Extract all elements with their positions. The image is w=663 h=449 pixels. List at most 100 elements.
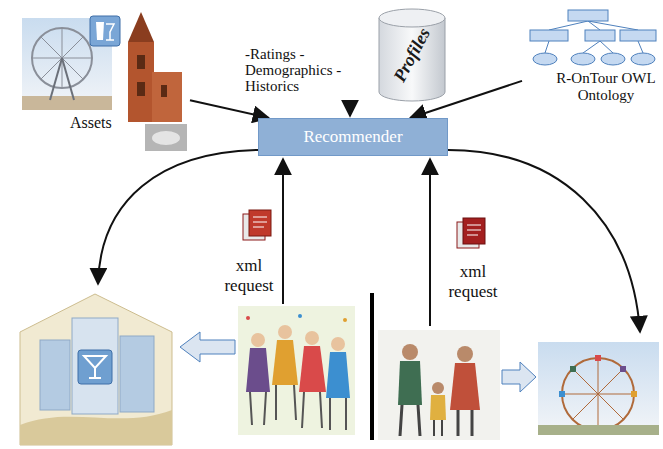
ontology-tree-icon-part (620, 30, 656, 41)
document-icons-part (467, 225, 481, 226)
document-icons-part (253, 227, 264, 228)
divider-bar (370, 293, 374, 440)
assets-picture-part (90, 16, 120, 46)
family-picture-part (400, 405, 420, 436)
ontology-tree-icon-part (549, 21, 588, 30)
family-picture-part (378, 330, 500, 440)
node-label: Assets (70, 114, 112, 132)
party-picture-part (250, 385, 346, 430)
family-picture-part (402, 344, 418, 360)
ontology-tree-icon-part (601, 53, 625, 65)
ferris-wheel-picture-part (595, 355, 601, 361)
family-picture (378, 330, 500, 440)
ferris-wheel-picture-part (559, 391, 565, 397)
ferris-wheel-picture-part (631, 391, 637, 397)
ferris-wheel-picture-part (538, 425, 659, 435)
database-cylinder: Profiles (378, 8, 446, 102)
ferris-wheel-picture-part (570, 366, 576, 372)
ontology-tree-icon-part (571, 53, 595, 65)
ferris-wheel-picture (538, 342, 659, 435)
assets-picture-part (128, 12, 154, 42)
family-picture-part (432, 382, 444, 394)
bar-building-icon-part (72, 318, 118, 414)
layout-arrows-part (282, 159, 284, 304)
request-label: xml request (216, 256, 282, 296)
assets-picture-part (152, 131, 180, 145)
bar-building-icon-part (20, 294, 172, 445)
layout-arrows-part (448, 150, 640, 332)
assets-picture-part (152, 72, 182, 122)
request-label: xml request (440, 262, 506, 302)
ontology-tree-icon-part (631, 53, 655, 65)
block-arrow (502, 362, 536, 392)
assets-picture-part (145, 124, 187, 151)
family-picture-part (434, 420, 442, 436)
party-picture-part (343, 318, 347, 322)
document-icons-part (467, 230, 481, 231)
family-picture-part (458, 410, 472, 436)
asset-group: Assets (20, 10, 190, 152)
family-picture-part (457, 346, 473, 362)
ontology-group: R-OnTour OWL Ontology (522, 6, 660, 110)
ontology-tree-icon-part (568, 10, 608, 21)
assets-picture (22, 12, 187, 151)
party-picture-part (298, 314, 302, 318)
ferris-wheel-picture-part (620, 366, 626, 372)
ferris-wheel-picture-part (538, 342, 659, 435)
party-picture-part (326, 352, 350, 398)
bar-building-icon-part (78, 350, 112, 384)
party-picture-part (299, 346, 326, 392)
assets-picture-part (96, 22, 104, 40)
party-picture-part (272, 340, 298, 385)
bar-building-icon-part (84, 356, 106, 378)
block-arrow (180, 332, 235, 362)
document-icons (243, 210, 485, 248)
assets-picture-part (137, 82, 145, 96)
ontology-tree-icon-part (638, 41, 643, 53)
party-picture-part (238, 306, 355, 435)
cylinder-top (379, 9, 445, 27)
assets-picture-part (128, 42, 154, 122)
assets-picture-part (137, 55, 145, 69)
node-label: R-OnTour OWL Ontology (556, 70, 656, 105)
document-icons-part (253, 217, 267, 218)
layout-arrows-part (98, 150, 258, 284)
family-picture-part (430, 395, 446, 420)
profile-attributes: -Ratings -Demographics -Historics (245, 46, 363, 94)
layout-arrows (98, 100, 640, 332)
assets-picture-part (62, 58, 74, 100)
bar-building-icon-part (40, 340, 70, 410)
party-picture (238, 306, 355, 435)
recommender-box: Recommender (258, 118, 448, 156)
assets-picture-part (161, 85, 167, 97)
ontology-tree-icon-part (545, 41, 549, 53)
ontology-tree-icon-part (585, 30, 615, 41)
ontology-tree-icon-part (583, 41, 600, 53)
layout-arrows-part (429, 159, 431, 326)
layout-arrows-part (349, 100, 351, 116)
document-icons-part (249, 210, 271, 236)
ferris-wheel-picture-part (573, 369, 623, 419)
ontology-tree-icon-part (530, 30, 568, 41)
bar-building-icon (20, 294, 172, 445)
document-icons-part (463, 218, 485, 244)
bar-building-icon-part (20, 410, 172, 445)
document-icons-part (253, 222, 267, 223)
party-picture-part (278, 325, 292, 339)
ontology-tree-icon-part (588, 21, 638, 30)
assets-picture-part (22, 18, 112, 110)
ferris-wheel-picture-part (573, 369, 623, 419)
document-icons-part (467, 235, 478, 236)
family-picture-part (398, 361, 422, 405)
bar-building-icon-part (120, 336, 154, 412)
party-picture-part (246, 348, 270, 392)
assets-picture-part (22, 96, 112, 110)
assets-picture-part (50, 58, 62, 100)
assets-picture-part (106, 24, 114, 40)
party-picture-part (305, 331, 319, 345)
cylinder-body (379, 18, 445, 101)
party-picture-part (251, 333, 265, 347)
node-label: Recommender (303, 127, 402, 147)
ontology-tree-icon-part (600, 41, 613, 53)
